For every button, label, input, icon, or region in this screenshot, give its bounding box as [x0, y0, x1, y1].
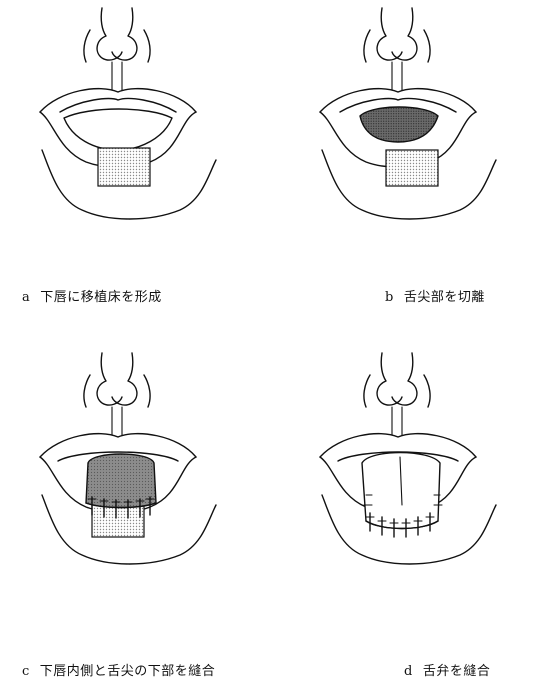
caption-a: a 下唇に移植床を形成 — [22, 286, 162, 305]
panel-b-figure — [310, 0, 540, 250]
panel-c-figure — [30, 345, 260, 595]
caption-d-text: 舌弁を縫合 — [423, 664, 491, 679]
caption-a-text: 下唇に移植床を形成 — [40, 290, 162, 305]
graft-bed — [386, 150, 438, 186]
nose-icon — [364, 353, 430, 437]
caption-a-letter: a — [22, 290, 30, 305]
caption-d-letter: d — [404, 664, 413, 679]
nose-icon — [84, 8, 150, 92]
panel-a-figure — [30, 0, 260, 250]
nose-icon — [84, 353, 150, 437]
caption-b-letter: b — [385, 290, 394, 305]
caption-d: d 舌弁を縫合 — [404, 660, 490, 679]
panel-d-figure — [310, 345, 540, 595]
caption-c-text: 下唇内側と舌尖の下部を縫合 — [40, 664, 216, 679]
caption-c: c 下唇内側と舌尖の下部を縫合 — [22, 660, 215, 679]
caption-b: b 舌尖部を切離 — [385, 286, 485, 305]
nose-icon — [364, 8, 430, 92]
graft-bed — [98, 148, 150, 186]
tongue-flap — [86, 454, 156, 508]
caption-c-letter: c — [22, 664, 30, 679]
caption-b-text: 舌尖部を切離 — [404, 290, 485, 305]
